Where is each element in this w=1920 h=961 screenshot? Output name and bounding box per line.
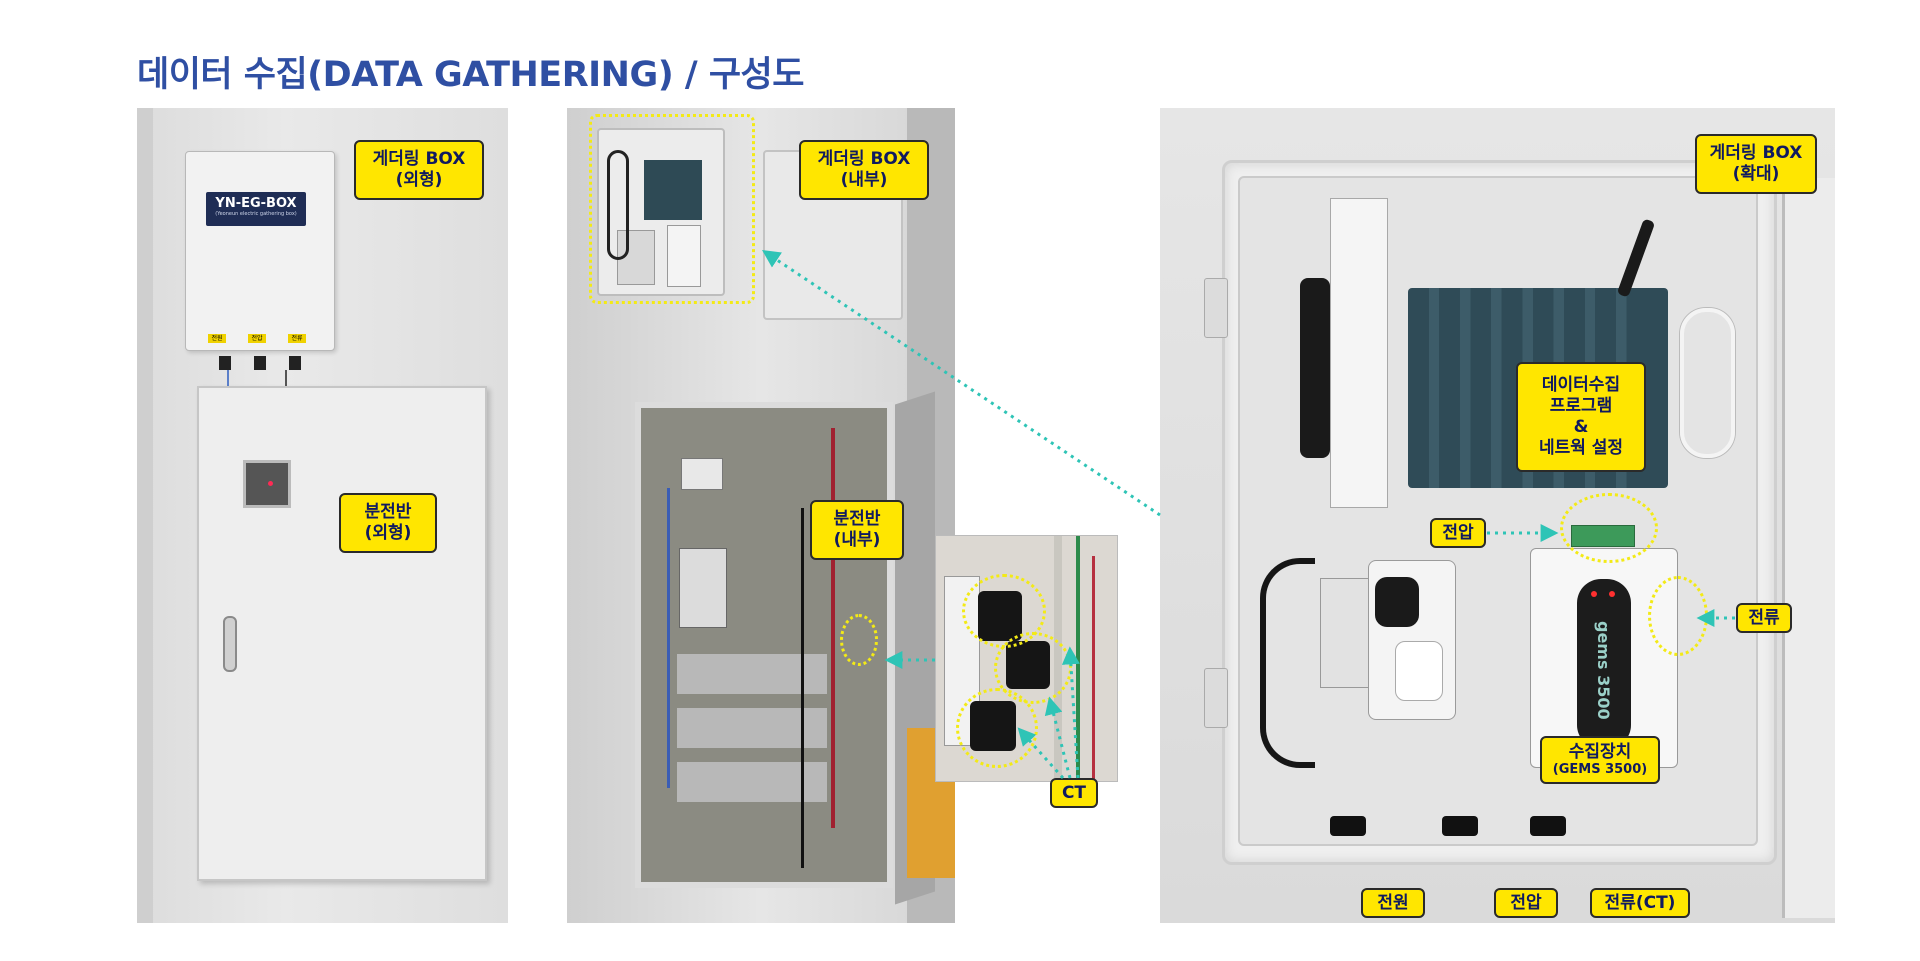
- gathering-box-exterior: YN-EG-BOX (Yeoneun electric gathering bo…: [185, 151, 335, 351]
- highlight-box-interior: [589, 114, 755, 304]
- box-brand: YN-EG-BOX: [215, 196, 297, 211]
- bottom-gland: [1442, 816, 1478, 836]
- red-wire: [831, 428, 835, 828]
- photo-zoom: gems 3500 게더링 BOX (확대) 데이터수집 프로그램 & 네트웍 …: [1160, 108, 1835, 923]
- mini-pc: [644, 160, 702, 220]
- panel-handle: [223, 616, 237, 672]
- cable-gland: [219, 356, 231, 370]
- label-box-exterior: 게더링 BOX (외형): [354, 140, 484, 200]
- gathering-box-interior: [597, 128, 725, 296]
- collector-device: [667, 225, 701, 287]
- distribution-panel-exterior: [197, 386, 487, 881]
- status-led: [1609, 591, 1615, 597]
- cable-loop: [607, 150, 629, 260]
- black-wire: [801, 508, 804, 868]
- breaker-zoom: [1320, 578, 1370, 688]
- label-collector: 수집장치 (GEMS 3500): [1540, 736, 1660, 784]
- ct-closeup-inset: [935, 535, 1118, 782]
- cable-gland: [289, 356, 301, 370]
- box-port-tag-1: 전원: [208, 334, 226, 343]
- hinge: [1204, 278, 1228, 338]
- label-ct: CT: [1050, 778, 1098, 808]
- wall-trim: [137, 108, 153, 923]
- ethernet-coil: [1680, 308, 1735, 458]
- power-adapter: [1330, 198, 1388, 508]
- bottom-gland: [1330, 816, 1366, 836]
- highlight-current-terminal: [1648, 576, 1708, 656]
- page-title: 데이터 수집(DATA GATHERING) / 구성도: [137, 55, 804, 95]
- label-bottom-current: 전류(CT): [1590, 888, 1690, 918]
- cable-gland: [254, 356, 266, 370]
- breaker-main: [679, 548, 727, 628]
- blue-wire: [667, 488, 670, 788]
- panel-window: [243, 460, 291, 508]
- box-brand-sub: (Yeoneun electric gathering box): [215, 211, 297, 217]
- label-box-zoom: 게더링 BOX (확대): [1695, 134, 1817, 194]
- door-open-zoom: [1782, 178, 1835, 918]
- label-program: 데이터수집 프로그램 & 네트웍 설정: [1516, 362, 1646, 472]
- power-brick: [1300, 278, 1330, 458]
- label-bottom-voltage: 전압: [1494, 888, 1558, 918]
- breaker-row: [677, 762, 827, 802]
- gems-3500-device: gems 3500: [1530, 525, 1678, 768]
- label-box-interior: 게더링 BOX (내부): [799, 140, 929, 200]
- label-current: 전류: [1736, 603, 1792, 633]
- label-bottom-power: 전원: [1361, 888, 1425, 918]
- hinge: [1204, 668, 1228, 728]
- highlight-voltage-terminal: [1560, 493, 1658, 563]
- box-port-tag-2: 전압: [248, 334, 266, 343]
- label-panel-exterior: 분전반 (외형): [339, 493, 437, 553]
- breaker-row: [677, 654, 827, 694]
- bottom-gland: [1530, 816, 1566, 836]
- outlet-zoom: [1368, 560, 1456, 720]
- enclosure-inner: [1238, 176, 1758, 846]
- plug: [1375, 577, 1419, 627]
- highlight-ct-3: [956, 688, 1038, 768]
- box-nameplate: YN-EG-BOX (Yeoneun electric gathering bo…: [206, 192, 306, 226]
- black-cable: [1260, 558, 1315, 768]
- indicator-light: [268, 481, 273, 486]
- meter: [681, 458, 723, 490]
- red-wire: [1092, 556, 1095, 781]
- socket-cover: [1395, 641, 1443, 701]
- photo-exterior: YN-EG-BOX (Yeoneun electric gathering bo…: [137, 108, 508, 923]
- highlight-ct-interior: [840, 614, 878, 666]
- box-port-tag-3: 전류: [288, 334, 306, 343]
- breaker-row: [677, 708, 827, 748]
- gems-brand-text: gems 3500: [1594, 621, 1613, 720]
- collector-sub: (GEMS 3500): [1552, 762, 1648, 777]
- photo-interior: 게더링 BOX (내부) 분전반 (내부): [567, 108, 955, 923]
- label-voltage: 전압: [1430, 518, 1486, 548]
- gems-display-strip: gems 3500: [1577, 579, 1631, 749]
- label-panel-interior: 분전반 (내부): [810, 500, 904, 560]
- green-wire: [1076, 536, 1080, 781]
- status-led: [1591, 591, 1597, 597]
- collector-title: 수집장치: [1568, 742, 1632, 762]
